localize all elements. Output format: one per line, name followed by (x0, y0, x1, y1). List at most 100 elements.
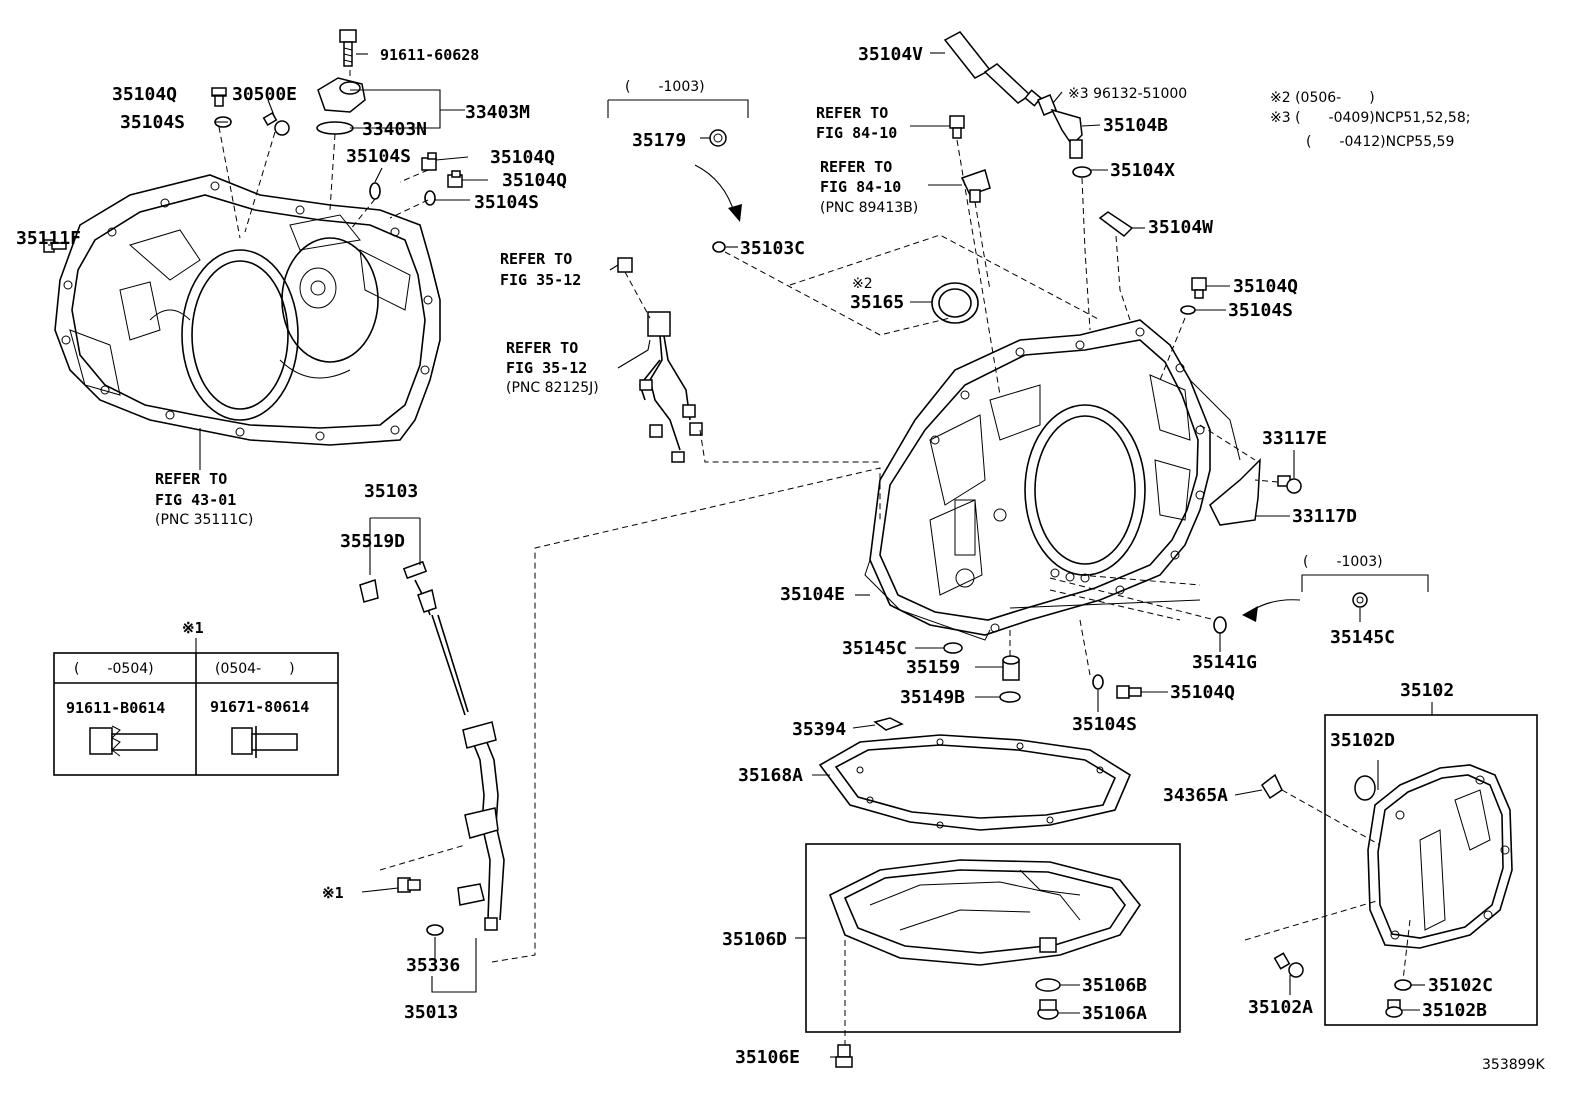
refer-3-line1: REFER TO (506, 339, 578, 357)
refer-3-line2: FIG 35-12 (506, 359, 587, 377)
label-35104Q-a: 35104Q (112, 84, 177, 105)
o-ring-35103C-icon (712, 241, 726, 253)
bolt-35104Q-c-icon (447, 170, 463, 188)
label-35145C-b: 35145C (1330, 627, 1395, 648)
label-35102D: 35102D (1330, 730, 1395, 751)
refer-2-line1: REFER TO (500, 250, 572, 268)
note-mark2: ※2 (0506- ) (1270, 90, 1375, 106)
bolt-refer-84-10-icon (949, 115, 965, 139)
label-35104B: 35104B (1103, 115, 1168, 136)
bolt-91611-B0614-icon (89, 725, 158, 757)
washer-35145C-a-icon (943, 642, 963, 654)
plug-35102B-icon (1385, 999, 1403, 1018)
refer-1-line2: FIG 43-01 (155, 491, 236, 509)
washer-35149B-icon (999, 691, 1021, 703)
label-35104S-b: 35104S (346, 146, 411, 167)
table-header-2: (0504- ) (215, 661, 295, 677)
o-ring-35104S-e-icon (1092, 674, 1104, 690)
label-35102B: 35102B (1422, 1000, 1487, 1021)
label-35165: 35165 (850, 292, 904, 313)
label-91611-60628: 91611-60628 (380, 46, 479, 64)
seal-35165-icon (931, 282, 979, 324)
o-ring-33403N-icon (316, 121, 354, 135)
clip-35519D-icon (359, 579, 379, 603)
o-ring-35104S-d-icon (1180, 305, 1196, 315)
o-ring-35104S-c-icon (424, 190, 436, 206)
bolt-35104Q-d-icon (1191, 277, 1207, 299)
bracket-33117D-icon (1209, 458, 1261, 526)
figure-code: 353899K (1482, 1057, 1545, 1073)
refer-5-line2: FIG 84-10 (820, 178, 901, 196)
label-35519D: 35519D (340, 531, 405, 552)
cover-35102-icon (1367, 764, 1513, 949)
bolt-35106E-icon (835, 1044, 853, 1068)
dipstick-35103-icon (402, 560, 469, 716)
clip-34365A-icon (1261, 773, 1283, 800)
cover-box-35102 (1324, 714, 1538, 1026)
gasket-35106B-icon (1035, 978, 1061, 992)
pin-35104W-icon (1098, 211, 1134, 237)
refer-4-line1: REFER TO (816, 104, 888, 122)
o-ring-35102C-icon (1394, 979, 1412, 991)
bolt-35102A-icon (1273, 952, 1304, 978)
plug-35145C-b-icon (1352, 592, 1368, 608)
bolt-mark1-icon (397, 877, 421, 893)
tube-35104V-icon (943, 31, 1042, 107)
dipstick-tube-35013-icon (457, 721, 505, 931)
o-ring-35104S-b-icon (369, 182, 381, 200)
label-35104S-c: 35104S (474, 192, 539, 213)
label-35102A: 35102A (1248, 997, 1313, 1018)
label-35104Q-e: 35104Q (1170, 682, 1235, 703)
o-ring-35141G-icon (1213, 616, 1227, 634)
label-35159: 35159 (906, 657, 960, 678)
label-35102C: 35102C (1428, 975, 1493, 996)
drain-plug-35106A-icon (1037, 999, 1059, 1020)
label-33117E: 33117E (1262, 428, 1327, 449)
label-35104W: 35104W (1148, 217, 1213, 238)
o-ring-35104X-icon (1072, 166, 1092, 178)
sensor-89413B-icon (960, 169, 991, 203)
label-35106E: 35106E (735, 1047, 800, 1068)
oil-pan-gasket-35168A-icon (818, 734, 1132, 831)
bolt-33117E-icon (1277, 475, 1302, 494)
label-35104S-e: 35104S (1072, 714, 1137, 735)
range-1003-b: ( -1003) (1303, 554, 1383, 570)
refer-3-line3: (PNC 82125J) (506, 380, 599, 396)
label-35104V: 35104V (858, 44, 923, 65)
table-cell-1: 91611-B0614 (66, 699, 165, 717)
bolt-35104Q-e-icon (1116, 685, 1142, 699)
refer-1-line1: REFER TO (155, 470, 227, 488)
label-33403M: 33403M (465, 102, 530, 123)
refer-1-line3: (PNC 35111C) (155, 512, 253, 528)
label-mark1-bolt: ※1 (322, 884, 344, 902)
label-35104E: 35104E (780, 584, 845, 605)
fitting-35104B-icon (1050, 108, 1083, 159)
label-35145C-a: 35145C (842, 638, 907, 659)
range-1003-a: ( -1003) (625, 79, 705, 95)
speed-sensor-33403M-icon (317, 77, 366, 113)
bolt-91671-80614-icon (231, 726, 298, 758)
sleeve-35159-icon (1002, 655, 1020, 681)
label-96132-51000: ※3 96132-51000 (1068, 86, 1187, 102)
mark2-35165: ※2 (852, 276, 873, 292)
table-cell-2: 91671-80614 (210, 698, 309, 716)
label-35179: 35179 (632, 130, 686, 151)
label-35104S-d: 35104S (1228, 300, 1293, 321)
label-35106A: 35106A (1082, 1003, 1147, 1024)
note-mark3-a: ※3 ( -0409)NCP51,52,58; (1270, 110, 1470, 126)
bolt-35104Q-a-icon (211, 87, 227, 107)
label-35106D: 35106D (722, 929, 787, 950)
label-35102: 35102 (1400, 680, 1454, 701)
label-35168A: 35168A (738, 765, 803, 786)
table-header-1: ( -0504) (74, 661, 154, 677)
label-33117D: 33117D (1292, 506, 1357, 527)
label-35106B: 35106B (1082, 975, 1147, 996)
label-35103C: 35103C (740, 238, 805, 259)
magnet-35394-icon (873, 717, 904, 731)
mark1-table (53, 638, 339, 776)
label-35111F: 35111F (16, 228, 81, 249)
o-ring-35336-icon (426, 924, 444, 936)
label-35141G: 35141G (1192, 652, 1257, 673)
label-mark1-table: ※1 (182, 619, 204, 637)
